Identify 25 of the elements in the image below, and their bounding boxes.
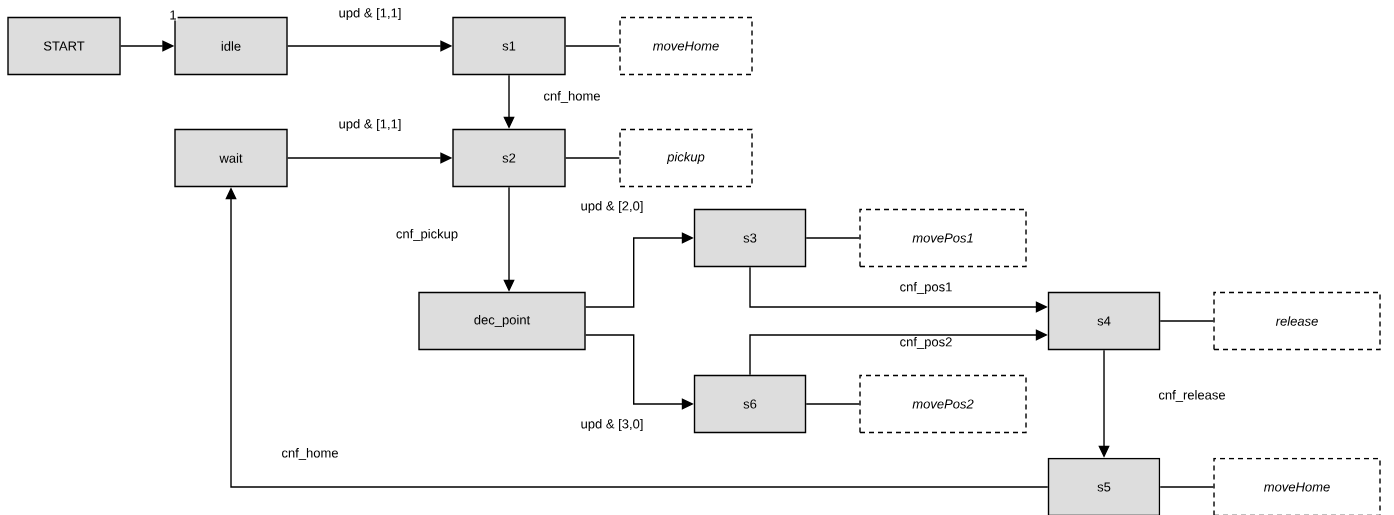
state-box: s6	[693, 374, 807, 434]
edge-label: cnf_home	[280, 447, 340, 461]
edge-label: upd & [2,0]	[579, 199, 645, 215]
edge-label: upd & [1,1]	[337, 6, 403, 22]
state-box: s1	[452, 16, 566, 76]
state-box: s5	[1047, 457, 1161, 515]
action-box: release	[1213, 291, 1381, 351]
action-box: moveHome	[619, 16, 753, 76]
edge-label: upd & [3,0]	[579, 417, 645, 433]
edge-label: cnf_pickup	[394, 227, 460, 243]
edge-label: cnf_release	[1157, 389, 1227, 403]
state-box: s2	[452, 128, 566, 188]
action-box: movePos2	[859, 374, 1027, 434]
edge-label: 1	[168, 9, 178, 21]
edge-label: cnf_home	[542, 90, 602, 104]
state-box: dec_point	[418, 291, 586, 351]
action-box: moveHome	[1213, 457, 1381, 515]
action-box: movePos1	[859, 208, 1027, 268]
state-box: s3	[693, 208, 807, 268]
edge-label: upd & [1,1]	[337, 117, 403, 133]
edge-label: cnf_pos1	[898, 280, 954, 296]
action-box: pickup	[619, 128, 753, 188]
state-box: wait	[174, 128, 288, 188]
state-box: s4	[1047, 291, 1161, 351]
state-box: START	[7, 16, 121, 76]
